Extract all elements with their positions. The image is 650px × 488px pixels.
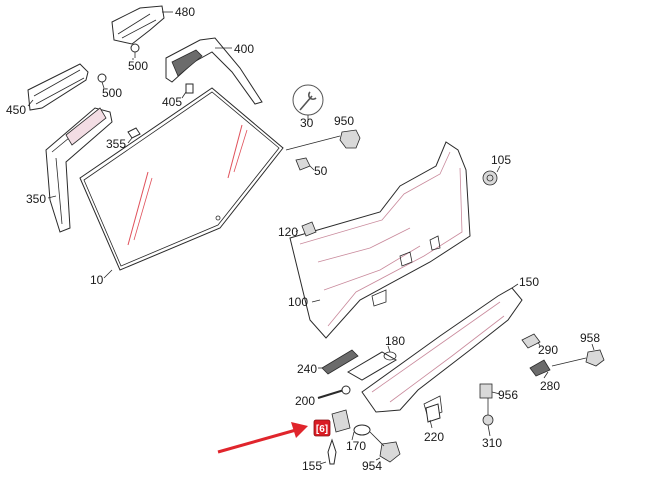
label-405: 405 xyxy=(162,95,182,109)
lower-trim-150[interactable] xyxy=(361,287,523,419)
stud-310[interactable] xyxy=(482,398,494,426)
tailgate-inner-panel[interactable] xyxy=(289,141,471,339)
label-50: 50 xyxy=(314,164,328,178)
leader-lines xyxy=(27,11,595,465)
label-958: 958 xyxy=(580,331,600,345)
label-150: 150 xyxy=(519,275,539,289)
label-480: 480 xyxy=(175,5,195,19)
label-500-b: 500 xyxy=(102,86,122,100)
connector-958[interactable] xyxy=(551,349,605,367)
label-105: 105 xyxy=(491,153,511,167)
pointer-arrow xyxy=(217,422,308,454)
label-450: 450 xyxy=(6,103,26,117)
highlighted-part[interactable]: [6] xyxy=(313,409,351,437)
highlight-label: [6] xyxy=(316,424,328,435)
screw-500a[interactable] xyxy=(130,43,140,58)
side-trim-left[interactable] xyxy=(45,107,113,233)
clip-405[interactable] xyxy=(185,83,194,94)
connector-954[interactable] xyxy=(369,431,401,463)
trim-piece-450[interactable] xyxy=(27,63,89,111)
label-240: 240 xyxy=(297,362,317,376)
connector-950[interactable] xyxy=(339,129,361,149)
clip-956[interactable] xyxy=(479,383,493,399)
label-30: 30 xyxy=(300,116,314,130)
block-50[interactable] xyxy=(295,157,311,171)
label-950: 950 xyxy=(334,114,354,128)
panel-240[interactable] xyxy=(321,349,359,375)
spoiler-bracket-400[interactable] xyxy=(165,37,263,105)
bulb-170[interactable] xyxy=(353,424,371,436)
rear-window-glass[interactable] xyxy=(79,87,284,271)
label-100: 100 xyxy=(288,295,308,309)
bracket-280[interactable] xyxy=(529,359,551,377)
pin-155[interactable] xyxy=(327,438,337,465)
wrench-icon xyxy=(292,84,324,116)
label-280: 280 xyxy=(540,379,560,393)
label-954: 954 xyxy=(362,459,382,473)
label-500-a: 500 xyxy=(128,59,148,73)
label-200: 200 xyxy=(295,394,315,408)
label-350: 350 xyxy=(26,192,46,206)
label-180: 180 xyxy=(385,334,405,348)
label-400: 400 xyxy=(234,42,254,56)
screw-200[interactable] xyxy=(317,385,351,399)
label-956: 956 xyxy=(498,388,518,402)
label-155: 155 xyxy=(302,459,322,473)
label-220: 220 xyxy=(424,430,444,444)
clip-220[interactable] xyxy=(425,403,441,423)
part-labels: 480 400 500 500 450 405 355 350 30 950 5… xyxy=(6,5,600,473)
label-10: 10 xyxy=(90,273,104,287)
clip-120[interactable] xyxy=(301,221,317,237)
handle-180[interactable] xyxy=(347,351,397,381)
grommet-105[interactable] xyxy=(482,170,498,186)
label-290: 290 xyxy=(538,343,558,357)
label-355: 355 xyxy=(106,137,126,151)
label-310: 310 xyxy=(482,436,502,450)
bracket-290[interactable] xyxy=(521,333,541,349)
cover-piece-480[interactable] xyxy=(111,5,165,45)
clip-355[interactable] xyxy=(127,127,141,139)
label-170: 170 xyxy=(346,439,366,453)
label-120: 120 xyxy=(278,225,298,239)
screw-500b[interactable] xyxy=(97,73,107,89)
